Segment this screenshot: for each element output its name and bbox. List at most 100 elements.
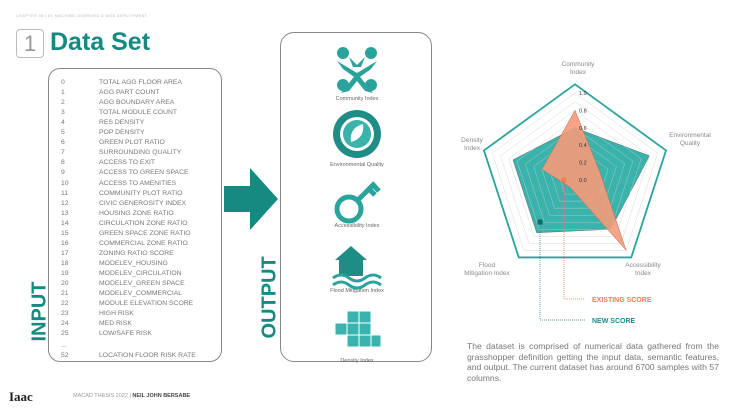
feature-name: LOW/SAFE RISK [99,330,152,338]
input-feature-row: 2 AGG BOUNDARY AREA [61,99,174,106]
input-feature-row: 3 TOTAL MODULE COUNT [61,109,177,116]
existing-leader [563,180,585,300]
feature-name: AGG PART COUNT [99,89,160,97]
feature-index: 25 [61,330,69,338]
feature-name: ZONING RATIO SCORE [99,249,174,257]
input-feature-row: 17 ZONING RATIO SCORE [61,250,174,257]
feature-index: 21 [61,290,69,298]
legend-new-score: NEW SCORE [592,318,636,325]
feature-index: 19 [61,269,69,277]
feature-name: MODELEV_COMMERCIAL [99,290,183,298]
feature-name: ACCESS TO EXIT [99,159,156,167]
chapter-label: CHAPTER 05 | AI, MACHINE LEARNING & WEB … [16,13,148,18]
feature-name: MODELEV_HOUSING [99,259,168,267]
existing-marker [561,177,567,183]
input-feature-row: 25 LOW/SAFE RISK [61,330,152,337]
input-feature-row: 6 GREEN PLOT RATIO [61,139,165,146]
feature-name: GREEN PLOT RATIO [99,139,165,147]
input-feature-row: 12 CIVIC GENEROSITY INDEX [61,200,186,207]
feature-name: MODELEV_CIRCULATION [99,269,182,277]
feature-index: 24 [61,320,69,328]
feature-index: 11 [61,189,69,197]
feature-name: MED RISK [99,320,132,328]
input-feature-row: 9 ACCESS TO GREEN SPACE [61,169,189,176]
feature-index: 4 [61,119,65,127]
output-label: Accessibility Index [334,223,380,229]
input-feature-row: 24 MED RISK [61,320,132,327]
input-feature-row: 0 TOTAL AGG FLOOR AREA [61,79,182,86]
feature-index: 1 [61,89,65,97]
output-label: Flood Mitigation Index [330,288,384,294]
feature-index: 5 [61,129,65,137]
tick-label: 0.2 [579,161,587,167]
feature-name: ACCESS TO AMENITIES [99,179,177,187]
feature-index: 2 [61,99,65,107]
output-panel: Community Index Environmental Quality Ac… [280,32,432,364]
feature-index: 22 [61,300,69,308]
thesis-label: MACAD THESIS 2022 [73,393,128,399]
author-name: NEIL JOHN BERSABE [132,393,191,399]
feature-name: HOUSING ZONE RATIO [99,209,174,217]
feature-name: TOTAL MODULE COUNT [99,109,178,117]
description-paragraph: The dataset is comprised of numerical da… [467,341,719,383]
output-label: Density Index [340,358,374,364]
grid-ring [533,136,617,216]
output-label-vertical: OUTPUT [258,256,281,339]
feature-name: TOTAL AGG FLOOR AREA [99,79,182,86]
input-feature-row: ... [61,342,99,349]
density-cubes-icon [334,310,382,348]
feature-name: AGG BOUNDARY AREA [99,99,175,107]
feature-index: 23 [61,310,69,318]
output-label: Community Index [335,96,379,102]
feature-name: MODELEV_GREEN SPACE [99,280,185,287]
feature-index: 3 [61,109,65,117]
grid-ring [525,127,625,223]
legend-existing-score: EXISTING SCORE [592,297,652,304]
feature-name: LOCATION FLOOR RISK RATE [99,352,196,360]
feature-index: 9 [61,169,65,177]
page-title: Data Set [50,28,151,56]
feature-index: 10 [61,179,69,187]
feature-name: ACCESS TO GREEN SPACE [99,169,189,177]
feature-index: 17 [61,249,69,257]
input-feature-row: 21 MODELEV_COMMERCIAL [61,290,182,297]
feature-name: SURROUNDING QUALITY [99,149,182,157]
feature-index: 12 [61,199,69,207]
feature-name: GREEN SPACE ZONE RATIO [99,229,191,237]
new-marker [537,219,543,225]
community-icon [337,47,377,93]
grid-ring [508,110,642,237]
feature-index: 15 [61,229,69,237]
tick-label: 0.8 [579,108,587,114]
input-feature-row: 15 GREEN SPACE ZONE RATIO [61,230,191,237]
feature-name: POP DENSITY [99,129,145,137]
input-list: 0 TOTAL AGG FLOOR AREA 1 AGG PART COUNT 2 AGG… [48,68,222,362]
grid-ring [516,118,634,230]
feature-index: 0 [61,79,65,86]
tick-label: 0.6 [579,126,587,132]
tick-label: 1.0 [579,91,587,97]
environmental-icon [333,110,381,158]
iaac-logo: Iaac [9,389,33,404]
feature-name: CIVIC GENEROSITY INDEX [99,199,187,207]
outer-frame [482,83,668,259]
input-feature-row: 10 ACCESS TO AMENITIES [61,180,176,187]
feature-index: 7 [61,149,65,157]
section-number: 1 [16,29,44,58]
feature-index: 6 [61,139,65,147]
